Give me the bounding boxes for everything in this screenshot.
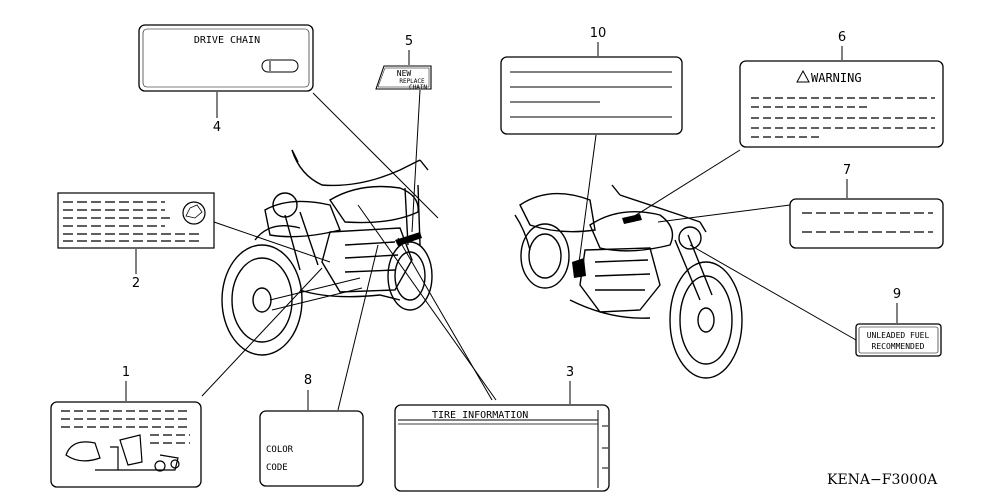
callout-7: 7	[843, 163, 851, 178]
leader-lines	[201, 89, 857, 411]
recommended-text: RECOMMENDED	[872, 342, 925, 351]
label-5-replace-chain: NEW REPLACE CHAIN	[375, 65, 432, 91]
unleaded-fuel-text: UNLEADED FUEL	[867, 331, 930, 340]
callout-5: 5	[405, 34, 413, 49]
color-text: COLOR	[266, 445, 294, 455]
callout-10: 10	[590, 26, 607, 41]
callout-2: 2	[132, 276, 140, 291]
fuel-tank-illustration-icon	[65, 434, 180, 472]
callout-9: 9	[893, 287, 901, 302]
honda-wing-icon	[182, 201, 206, 225]
label-6-warning: WARNING	[739, 60, 944, 148]
label-3-tire-information: TIRE INFORMATION	[394, 404, 610, 492]
replace-text: REPLACE	[399, 78, 425, 85]
new-text: NEW	[397, 69, 412, 78]
drive-chain-text: DRIVE CHAIN	[194, 35, 260, 46]
label-10	[500, 56, 683, 135]
chain-adjuster-icon	[261, 59, 299, 73]
callout-4: 4	[213, 120, 221, 135]
tire-information-text: TIRE INFORMATION	[432, 410, 528, 421]
label-1	[50, 401, 202, 488]
callout-8: 8	[304, 373, 312, 388]
label-2	[57, 192, 215, 249]
chain-text: CHAIN	[409, 84, 427, 91]
callout-3: 3	[566, 365, 574, 380]
label-9-unleaded-fuel: UNLEADED FUEL RECOMMENDED	[855, 323, 942, 357]
warning-text: WARNING	[811, 71, 862, 85]
callout-1: 1	[122, 365, 130, 380]
label-7	[789, 198, 944, 249]
diagram-code: KENA−F3000A	[827, 472, 938, 488]
label-8-color-code: COLOR CODE	[259, 410, 364, 487]
motorcycle-right-illustration	[514, 184, 743, 379]
callout-6: 6	[838, 30, 846, 45]
label-markers	[395, 214, 642, 278]
warning-triangle-icon	[796, 69, 810, 83]
label-4-drive-chain: DRIVE CHAIN	[138, 24, 314, 92]
code-text: CODE	[266, 463, 288, 473]
